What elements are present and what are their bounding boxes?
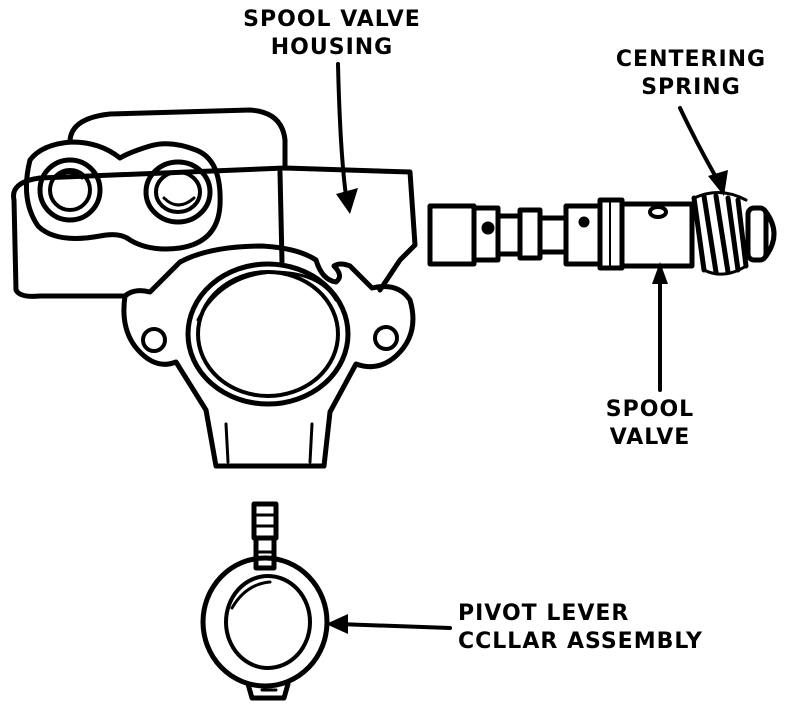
label-line: HOUSING [270,35,394,60]
spool-valve [427,191,777,276]
spool-valve-label: SPOOL VALVE [600,396,700,452]
label-line: CCLLAR ASSEMBLY [458,629,703,654]
spool-valve-housing [11,107,418,469]
pivot-lever-collar-label: PIVOT LEVER CCLLAR ASSEMBLY [458,600,778,656]
arrow-heads [326,170,728,634]
label-line: VALVE [609,425,691,450]
pivot-lever-collar [200,501,330,701]
label-line: PIVOT LEVER [458,601,630,626]
label-line: CENTERING [615,47,767,72]
centering-spring-label: CENTERING SPRING [596,46,786,102]
label-line: SPOOL [605,397,695,422]
spool-valve-housing-label: SPOOL VALVE HOUSING [232,6,432,62]
label-line: SPOOL VALVE [243,7,421,32]
label-line: SPRING [641,75,741,100]
